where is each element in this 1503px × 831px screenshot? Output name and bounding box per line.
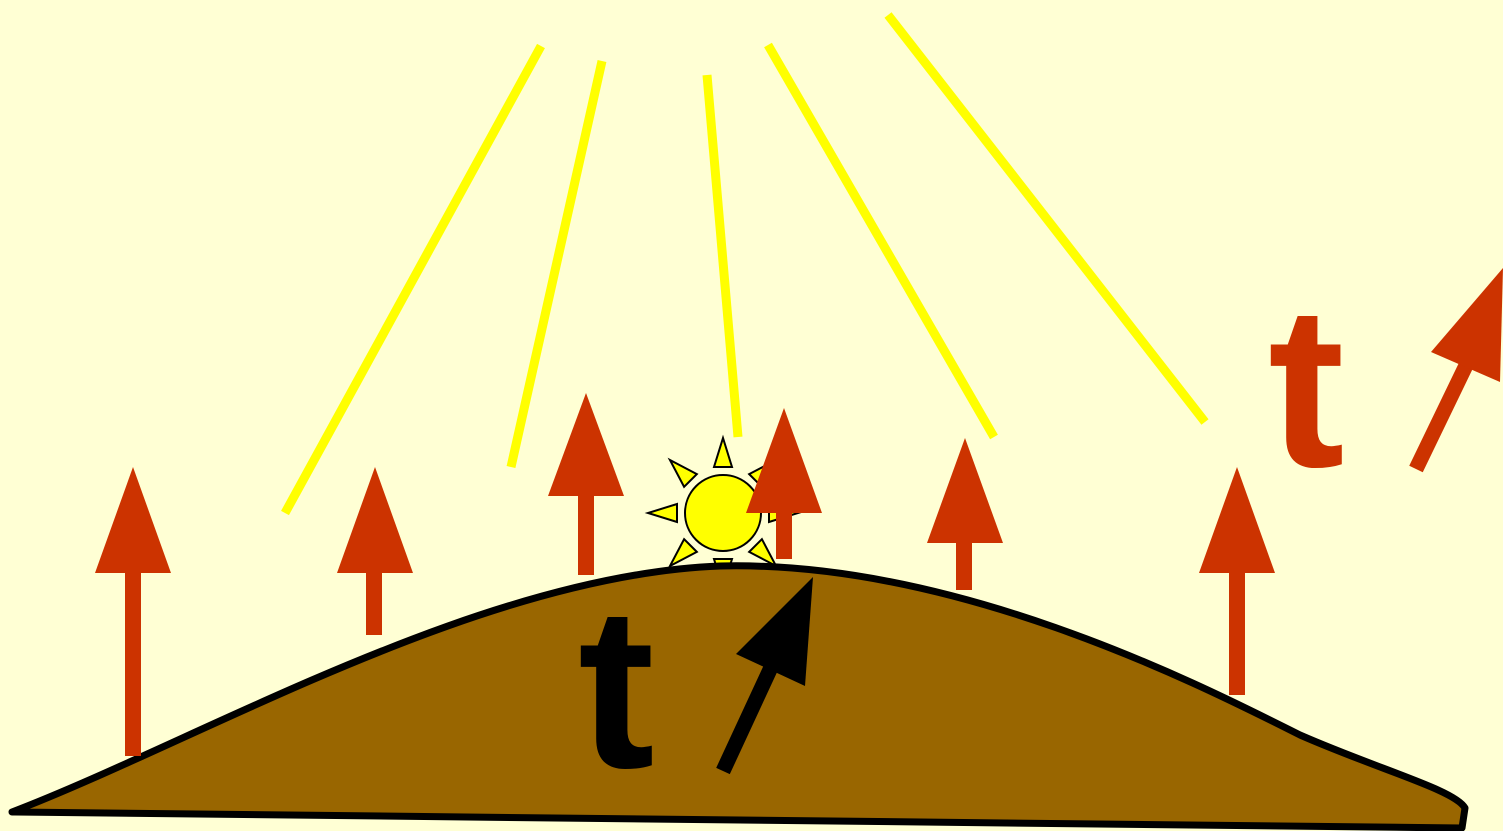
sun-rays — [285, 15, 1205, 513]
upward-arrow — [746, 408, 822, 559]
sun-ray-triangle — [664, 454, 697, 487]
upward-arrow — [337, 467, 413, 635]
upward-arrow — [927, 438, 1003, 590]
upward-arrow — [548, 393, 624, 575]
upward-arrow — [1199, 467, 1275, 695]
ground-temperature-label: t — [578, 559, 655, 816]
sun-ray — [707, 75, 738, 437]
air-increase-arrow-icon — [1416, 268, 1503, 469]
sun-ray-triangle — [648, 504, 677, 522]
ground-hill — [12, 566, 1465, 828]
sun-ray-triangle — [714, 438, 732, 467]
sun-ray — [888, 15, 1205, 422]
sun-ray — [285, 46, 541, 513]
upward-arrow — [95, 467, 171, 756]
air-temperature-label: t — [1268, 258, 1345, 515]
